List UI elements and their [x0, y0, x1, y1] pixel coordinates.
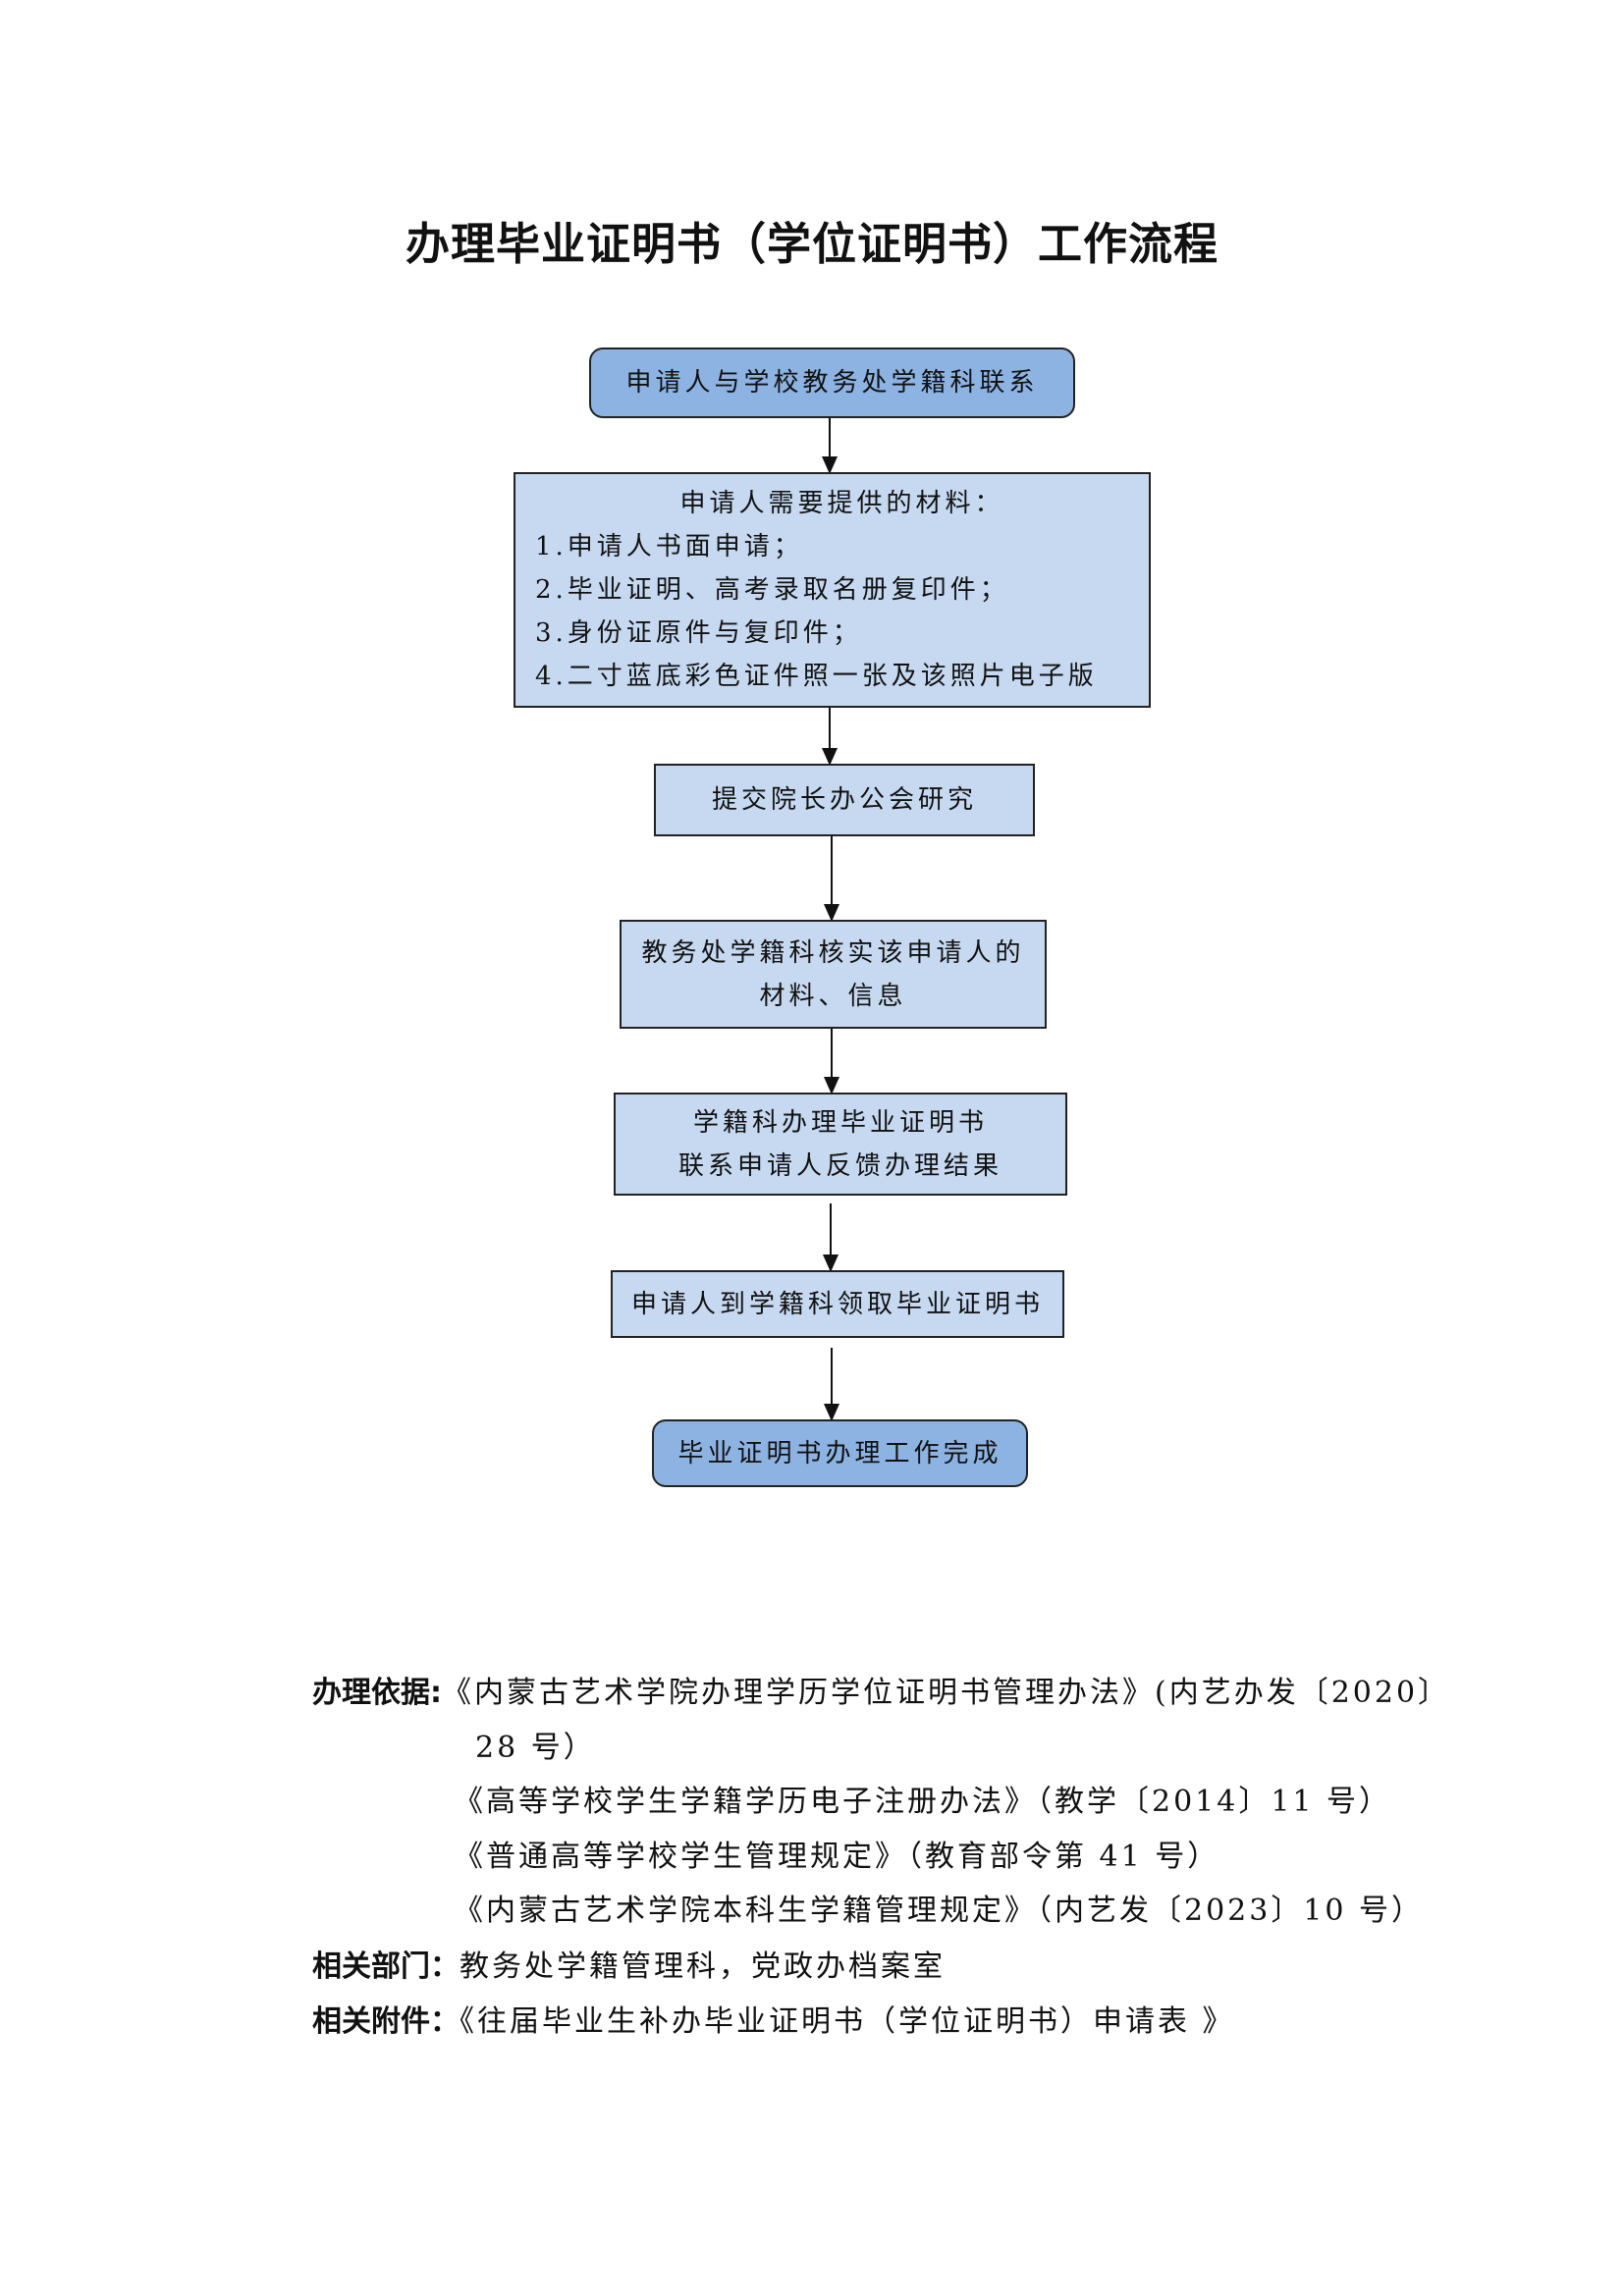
arrow-icon [822, 708, 838, 766]
step-text: 毕业证明书办理工作完成 [677, 1438, 1002, 1468]
step-text: 材料、信息 [759, 981, 907, 1011]
step-text: 提交院长办公会研究 [711, 785, 977, 815]
departments-line: 相关部门：教务处学籍管理科，党政办档案室 [312, 1942, 946, 1985]
material-item: 3.身份证原件与复印件； [535, 618, 862, 648]
flow-step-materials: 申请人需要提供的材料： 1.申请人书面申请； 2.毕业证明、高考录取名册复印件；… [514, 472, 1151, 708]
basis-doc: 《高等学校学生学籍学历电子注册办法》（教学〔2014〕11 号） [454, 1785, 1392, 1819]
basis-doc: 《普通高等学校学生管理规定》（教育部令第 41 号） [454, 1840, 1220, 1874]
attachments-value: 《往届毕业生补办毕业证明书（学位证明书）申请表 》 [460, 2004, 1235, 2039]
flow-step-collect: 申请人到学籍科领取毕业证明书 [611, 1270, 1064, 1338]
step-text: 学籍科办理毕业证明书 [692, 1107, 988, 1138]
flow-step-process: 学籍科办理毕业证明书 联系申请人反馈办理结果 [614, 1093, 1067, 1196]
arrow-icon [824, 1348, 839, 1421]
basis-doc: 《内蒙古艺术学院本科生学籍管理规定》（内艺发〔2023〕10 号） [454, 1894, 1425, 1928]
departments-label: 相关部门： [312, 1949, 460, 1984]
step-text: 申请人与学校教务处学籍科联系 [625, 368, 1039, 398]
departments-value: 教务处学籍管理科，党政办档案室 [460, 1949, 946, 1984]
flow-step-verify: 教务处学籍科核实该申请人的 材料、信息 [620, 920, 1047, 1029]
attachments-label: 相关附件： [312, 2004, 460, 2039]
arrow-icon [823, 1203, 839, 1272]
arrow-icon [824, 1029, 839, 1095]
basis-doc: 28 号） [475, 1731, 596, 1765]
basis-line: 办理依据:《内蒙古艺术学院办理学历学位证明书管理办法》(内艺办发〔2020〕 [312, 1668, 1450, 1711]
step-text: 联系申请人反馈办理结果 [677, 1150, 1002, 1181]
flow-step-meeting: 提交院长办公会研究 [654, 764, 1035, 836]
material-item: 4.二寸蓝底彩色证件照一张及该照片电子版 [535, 662, 1098, 691]
attachments-line: 相关附件：《往届毕业生补办毕业证明书（学位证明书）申请表 》 [312, 1997, 1235, 2040]
page-title: 办理毕业证明书（学位证明书）工作流程 [405, 218, 1218, 270]
materials-heading: 申请人需要提供的材料： [679, 489, 1004, 518]
basis-doc: 《内蒙古艺术学院办理学历学位证明书管理办法》(内艺办发〔2020〕 [442, 1676, 1451, 1710]
flow-step-complete: 毕业证明书办理工作完成 [652, 1419, 1028, 1487]
step-text: 教务处学籍科核实该申请人的 [641, 937, 1025, 968]
material-item: 2.毕业证明、高考录取名册复印件； [535, 575, 1009, 605]
flow-step-contact: 申请人与学校教务处学籍科联系 [589, 347, 1075, 418]
arrow-icon [824, 836, 839, 922]
basis-label: 办理依据: [312, 1676, 442, 1710]
material-item: 1.申请人书面申请； [535, 532, 803, 561]
arrow-icon [822, 418, 838, 474]
step-text: 申请人到学籍科领取毕业证明书 [630, 1289, 1044, 1319]
